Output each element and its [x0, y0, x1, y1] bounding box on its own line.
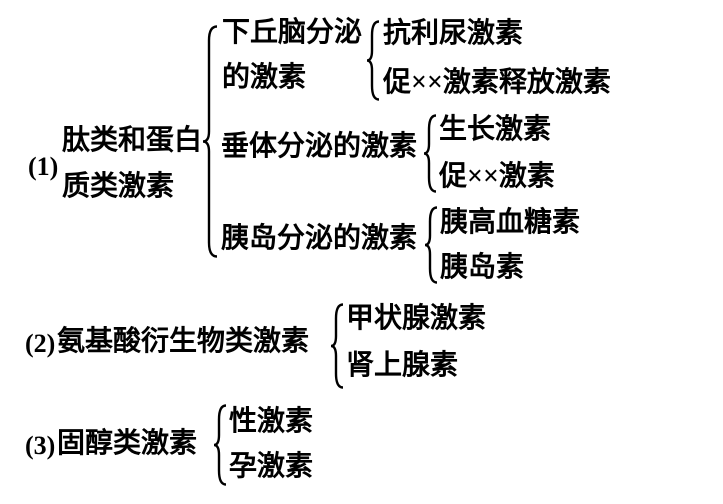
section1-label-line1: 肽类和蛋白 [62, 125, 203, 156]
section1-label-line2: 质类激素 [62, 171, 175, 202]
section3-index: (3) [25, 431, 56, 460]
hormone-progestational: 孕激素 [229, 451, 314, 482]
hormone-growth: 生长激素 [439, 114, 552, 145]
group-pituitary-brace [423, 114, 437, 193]
hormone-thyroid: 甲状腺激素 [346, 303, 487, 334]
hormone-adrenaline: 肾上腺素 [346, 350, 459, 381]
section2-label: 氨基酸衍生物类激素 [57, 326, 310, 357]
section1-brace [202, 25, 218, 258]
hormone-tropic: 促××激素 [439, 161, 555, 192]
group-hypothalamus-label-line1: 下丘脑分泌 [222, 17, 363, 48]
group-islet-brace [424, 206, 438, 284]
section3-label: 固醇类激素 [57, 428, 198, 459]
group-islet-label: 胰岛分泌的激素 [221, 223, 418, 254]
hormone-sex: 性激素 [229, 406, 314, 437]
hormone-antidiuretic: 抗利尿激素 [383, 18, 524, 49]
hormone-glucagon: 胰高血糖素 [440, 207, 581, 238]
section1-index: (1) [28, 152, 59, 181]
group-hypothalamus-brace [366, 20, 380, 101]
group-pituitary-label: 垂体分泌的激素 [221, 131, 418, 162]
section2-brace [330, 303, 344, 389]
hormone-releasing: 促××激素释放激素 [383, 67, 611, 98]
section3-brace [213, 404, 227, 486]
group-hypothalamus-label-line2: 的激素 [222, 62, 307, 93]
section2-index: (2) [25, 329, 56, 358]
hormone-insulin: 胰岛素 [440, 252, 525, 283]
